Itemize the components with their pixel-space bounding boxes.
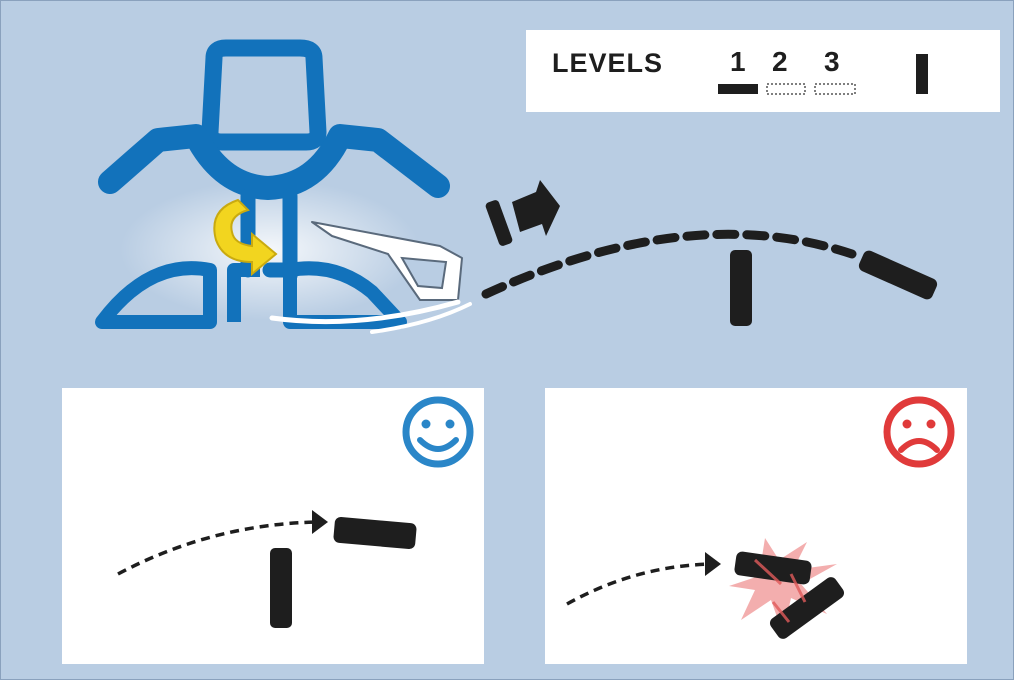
- player-figure-icon: [102, 48, 438, 322]
- level-3-swatch: [815, 84, 855, 94]
- trajectory-line: [567, 564, 711, 604]
- levels-legend: LEVELS 1 2 3: [526, 30, 1000, 112]
- flying-brick: [857, 249, 939, 302]
- trajectory-line: [486, 234, 852, 294]
- panel-correct: [62, 388, 484, 664]
- colliding-brick-1: [734, 551, 813, 585]
- panel-wrong: [545, 388, 967, 664]
- arrowhead: [312, 510, 328, 534]
- standing-brick: [270, 548, 292, 628]
- head-shape: [210, 48, 318, 142]
- standing-brick: [730, 250, 752, 326]
- level-1-swatch: [718, 84, 758, 94]
- brick-symbol: [916, 54, 928, 94]
- arrowhead: [705, 552, 721, 576]
- level-swatches: [526, 30, 1000, 112]
- smiley-face-icon: [406, 400, 470, 464]
- flying-brick: [333, 516, 417, 549]
- panel-wrong-scene: [545, 388, 967, 664]
- level-2-swatch: [767, 84, 805, 94]
- motion-arrow-icon: [485, 180, 560, 247]
- frowny-face-icon: [887, 400, 951, 464]
- panel-correct-scene: [62, 388, 484, 664]
